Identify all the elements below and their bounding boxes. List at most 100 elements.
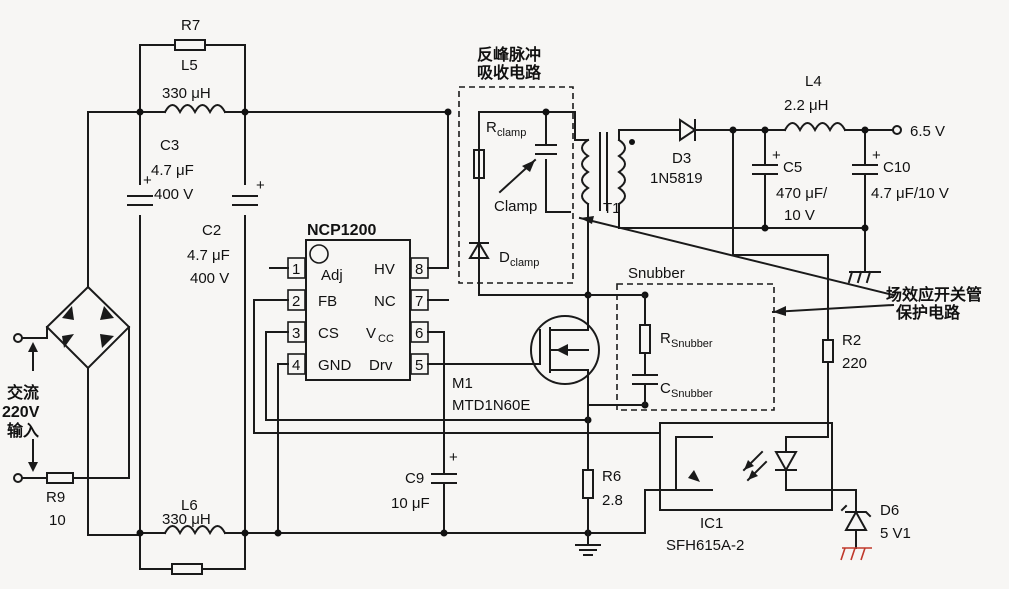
- pin8-num: 8: [415, 261, 423, 278]
- c9-capacitor: [431, 473, 457, 484]
- label-vout: 6.5 V: [910, 123, 945, 140]
- pin6-label: V: [366, 325, 376, 342]
- pin7-label: NC: [374, 293, 396, 310]
- c9-plus: +: [449, 449, 458, 466]
- pin1-num: 1: [292, 261, 300, 278]
- ground-symbol-bottom: [575, 544, 601, 556]
- pin2-num: 2: [292, 293, 300, 310]
- label-snubber: Snubber: [628, 265, 685, 282]
- label-r-clamp-sub: clamp: [497, 127, 526, 139]
- pin7-num: 7: [415, 293, 423, 310]
- label-c5-value1: 470 μF/: [776, 185, 828, 202]
- d3-diode: [679, 118, 697, 142]
- ground-symbol-top: [847, 227, 881, 284]
- r-clamp-resistor: [473, 149, 485, 179]
- label-c3-value1: 4.7 μF: [151, 162, 194, 179]
- label-d3-value: 1N5819: [650, 170, 703, 187]
- label-r6-value: 2.8: [602, 492, 623, 509]
- bridge-rectifier: [45, 285, 131, 479]
- label-r9: R9: [46, 489, 65, 506]
- label-c10: C10: [883, 159, 911, 176]
- ic1-optocoupler: [659, 422, 857, 511]
- label-d-clamp-sub: clamp: [510, 257, 539, 269]
- ac-label-3: 输入: [7, 421, 39, 440]
- l4-inductor: [783, 122, 847, 133]
- pin2-label: FB: [318, 293, 337, 310]
- snubber-box: [616, 283, 775, 411]
- r7-resistor: [174, 39, 206, 51]
- label-t1: T1: [603, 200, 621, 217]
- label-r2: R2: [842, 332, 861, 349]
- label-d-clamp: D: [499, 249, 510, 266]
- r9-resistor: [46, 472, 74, 484]
- d6-zener: [840, 489, 872, 549]
- protect-pointer-2: [771, 303, 895, 314]
- clamp-title-2: 吸收电路: [477, 63, 542, 82]
- label-l6-value: 330 μH: [162, 511, 211, 528]
- label-l4: L4: [805, 73, 822, 90]
- label-ic1-value: SFH615A-2: [666, 537, 744, 554]
- label-c-snubber-sub: Snubber: [671, 388, 713, 400]
- pin4-label: GND: [318, 357, 352, 374]
- label-r7: R7: [181, 17, 200, 34]
- protect-label-2: 保护电路: [895, 303, 961, 322]
- ac-terminal-top: [13, 333, 23, 343]
- label-l6: L6: [181, 497, 198, 514]
- label-ncp1200: NCP1200: [307, 222, 376, 239]
- t1-transformer: [574, 132, 635, 211]
- d-clamp-diode: [468, 241, 490, 259]
- label-c2: C2: [202, 222, 221, 239]
- label-l4-value: 2.2 μH: [784, 97, 829, 114]
- label-r6: R6: [602, 468, 621, 485]
- protect-label-1: 场效应开关管: [886, 285, 982, 304]
- ac-label-1: 交流: [7, 383, 39, 402]
- ground-symbol-red: [840, 547, 872, 561]
- c2-capacitor: [232, 185, 258, 215]
- protect-pointer-1: [578, 216, 895, 297]
- pin5-label: Drv: [369, 357, 393, 374]
- c3-capacitor: [127, 185, 153, 215]
- label-c3-value2: 400 V: [154, 186, 193, 203]
- pin1-label: Adj: [321, 267, 343, 284]
- label-r-snubber-sub: Snubber: [671, 338, 713, 350]
- l6-inductor: [163, 525, 227, 536]
- pin6-num: 6: [415, 325, 423, 342]
- l5-inductor: [163, 104, 227, 115]
- label-c10-value: 4.7 μF/10 V: [871, 185, 949, 202]
- label-c5-value2: 10 V: [784, 207, 815, 224]
- pin5-num: 5: [415, 357, 423, 374]
- ncp1200-chip: [287, 239, 429, 381]
- label-ic1: IC1: [700, 515, 723, 532]
- label-c9: C9: [405, 470, 424, 487]
- pin6-sub: CC: [378, 333, 394, 345]
- label-r9-value: 10: [49, 512, 66, 529]
- bottom-resistor: [171, 563, 203, 575]
- c3-plus: +: [143, 172, 152, 189]
- label-m1: M1: [452, 375, 473, 392]
- label-c2-value2: 400 V: [190, 270, 229, 287]
- ac-terminal-bottom: [13, 473, 23, 483]
- pin3-num: 3: [292, 325, 300, 342]
- label-c5: C5: [783, 159, 802, 176]
- r6-resistor: [582, 469, 594, 499]
- pin4-num: 4: [292, 357, 300, 374]
- label-r-clamp: R: [486, 119, 497, 136]
- label-clamp: Clamp: [494, 198, 537, 215]
- m1-mosfet: [530, 309, 600, 471]
- c5-plus: +: [772, 147, 781, 164]
- label-c3: C3: [160, 137, 179, 154]
- label-c-snubber: C: [660, 380, 671, 397]
- input-rails: [87, 44, 449, 570]
- pin8-label: HV: [374, 261, 395, 278]
- c10-plus: +: [872, 147, 881, 164]
- label-d6: D6: [880, 502, 899, 519]
- r2-resistor: [822, 339, 834, 363]
- clamp-title-1: 反峰脉冲: [477, 45, 541, 64]
- label-m1-value: MTD1N60E: [452, 397, 530, 414]
- vout-terminal: [892, 125, 902, 135]
- label-r2-value: 220: [842, 355, 867, 372]
- label-c2-value1: 4.7 μF: [187, 247, 230, 264]
- clamp-box: [458, 86, 574, 284]
- label-d6-value: 5 V1: [880, 525, 911, 542]
